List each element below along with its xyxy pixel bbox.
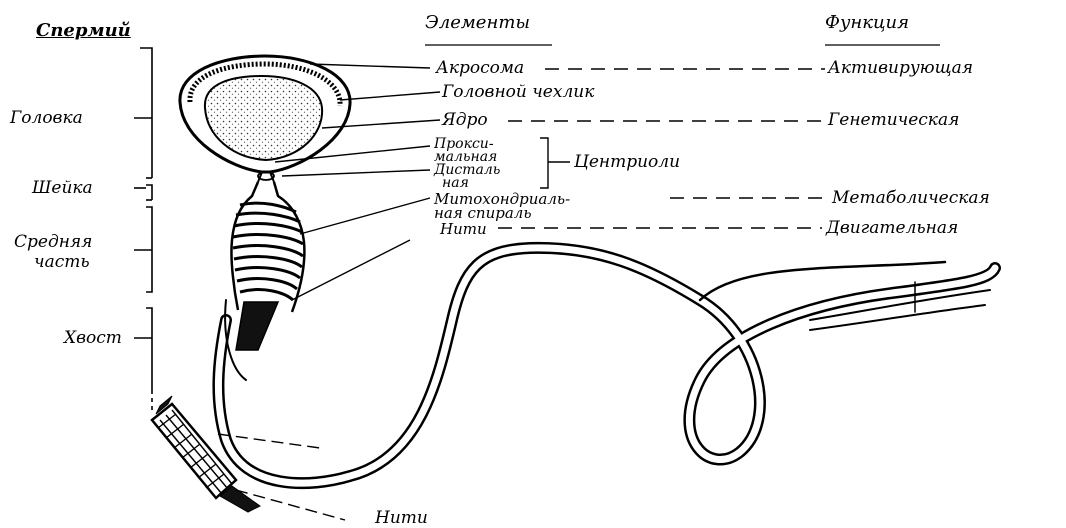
- element-mito-label-line2: ная спираль: [434, 206, 532, 221]
- sperm-head: [180, 56, 350, 182]
- element-filaments-label: Нити: [440, 222, 487, 237]
- header-function: Функция: [825, 14, 909, 32]
- region-tail-label: Хвост: [64, 330, 122, 347]
- sperm-tail: [218, 248, 995, 483]
- region-midpiece-label-line1: Средняя: [14, 234, 92, 251]
- function-metabolic-label: Метаболическая: [832, 190, 990, 207]
- function-genetic-label: Генетическая: [828, 112, 959, 129]
- element-distal-label-line2: ная: [442, 177, 469, 190]
- element-head-cap-label: Головной чехлик: [442, 84, 594, 101]
- element-centrioles-label: Центриоли: [574, 154, 680, 171]
- element-filaments-bottom-label: Нити: [375, 510, 428, 527]
- function-activating-label: Активирующая: [828, 60, 973, 77]
- region-midpiece-label-line2: часть: [34, 254, 90, 271]
- header-elements: Элементы: [425, 14, 530, 32]
- header-sperm: Спермий: [36, 22, 131, 40]
- region-bracket: [134, 48, 152, 410]
- function-motor-label: Двигательная: [826, 220, 958, 237]
- element-acrosome-label: Акросома: [436, 60, 524, 77]
- tail-cross-section: [152, 396, 345, 520]
- region-head-label: Головка: [10, 110, 83, 127]
- region-neck-label: Шейка: [32, 180, 93, 197]
- element-nucleus-label: Ядро: [442, 112, 488, 129]
- sperm-midpiece: [231, 182, 304, 350]
